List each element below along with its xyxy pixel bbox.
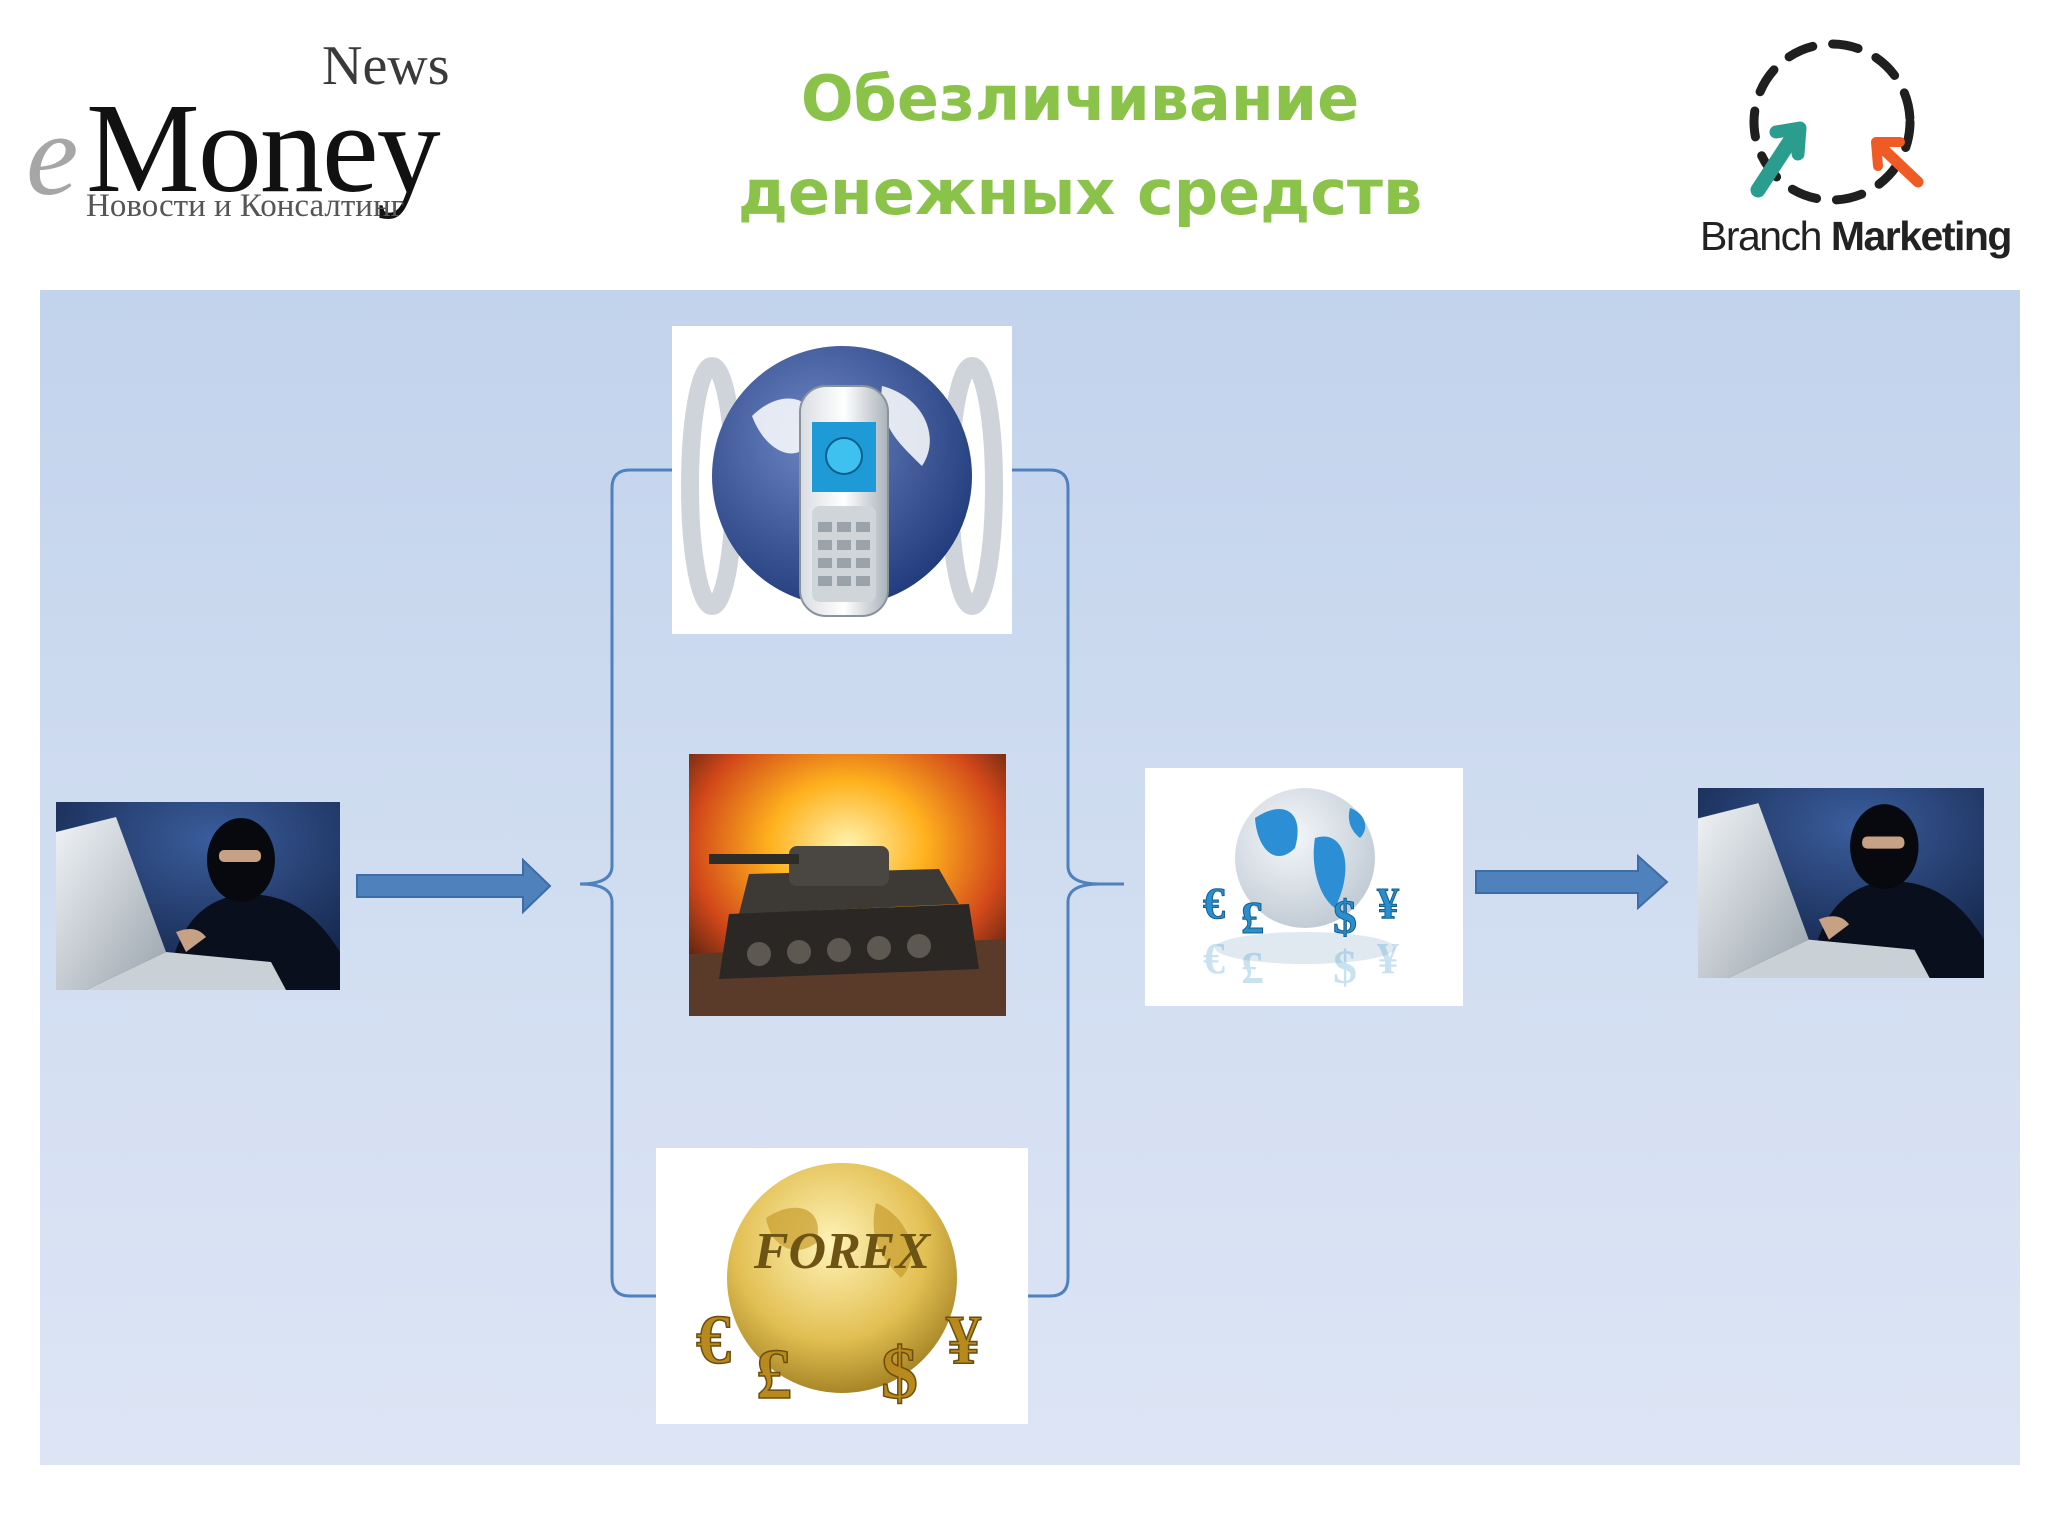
slide-title: Обезличивание денежных средств xyxy=(700,52,1460,240)
title-line-1: Обезличивание xyxy=(800,62,1360,135)
svg-text:£: £ xyxy=(1241,892,1264,943)
circular-arrows-icon xyxy=(1749,39,1924,205)
emoney-news-logo: e Money News Новости и Консалтинг xyxy=(20,38,490,238)
svg-text:£: £ xyxy=(756,1334,792,1414)
svg-text:$: $ xyxy=(881,1333,918,1415)
svg-text:$: $ xyxy=(1333,891,1357,944)
svg-text:¥: ¥ xyxy=(946,1302,981,1379)
svg-text:€: € xyxy=(1203,934,1225,983)
logo-news-word: News xyxy=(322,35,450,97)
brand-bold-text: Marketing xyxy=(1830,213,2013,259)
forex-globe-icon: FOREX € £ $ ¥ xyxy=(656,1148,1028,1424)
brand-regular-text: Branch xyxy=(1700,213,1831,259)
svg-text:$: $ xyxy=(1333,941,1357,994)
mobile-globe-icon xyxy=(672,326,1012,634)
svg-text:€: € xyxy=(1203,879,1225,928)
title-line-2: денежных средств xyxy=(737,156,1423,229)
arrow-aggregate-to-destination xyxy=(1475,853,1669,911)
svg-text:£: £ xyxy=(1241,942,1264,993)
arrow-source-to-channels xyxy=(356,857,552,915)
logo-e-letter: e xyxy=(26,89,79,220)
logo-subtitle: Новости и Консалтинг xyxy=(86,188,405,224)
forex-label: FOREX xyxy=(753,1223,932,1280)
svg-text:¥: ¥ xyxy=(1377,879,1399,928)
left-brace xyxy=(579,468,672,1298)
svg-text:¥: ¥ xyxy=(1377,934,1399,983)
tank-game-icon xyxy=(689,754,1006,1016)
currency-globe-icon: € £ $ ¥ € £ $ ¥ xyxy=(1145,768,1463,1006)
logo-money-word: Money xyxy=(86,77,441,219)
hacker-laptop-icon xyxy=(56,802,340,990)
branch-marketing-wordmark: Branch Marketing xyxy=(1700,213,2013,259)
svg-text:€: € xyxy=(696,1302,731,1379)
hacker-laptop-icon xyxy=(1698,788,1984,978)
branch-marketing-logo: Branch Marketing xyxy=(1680,30,2012,270)
